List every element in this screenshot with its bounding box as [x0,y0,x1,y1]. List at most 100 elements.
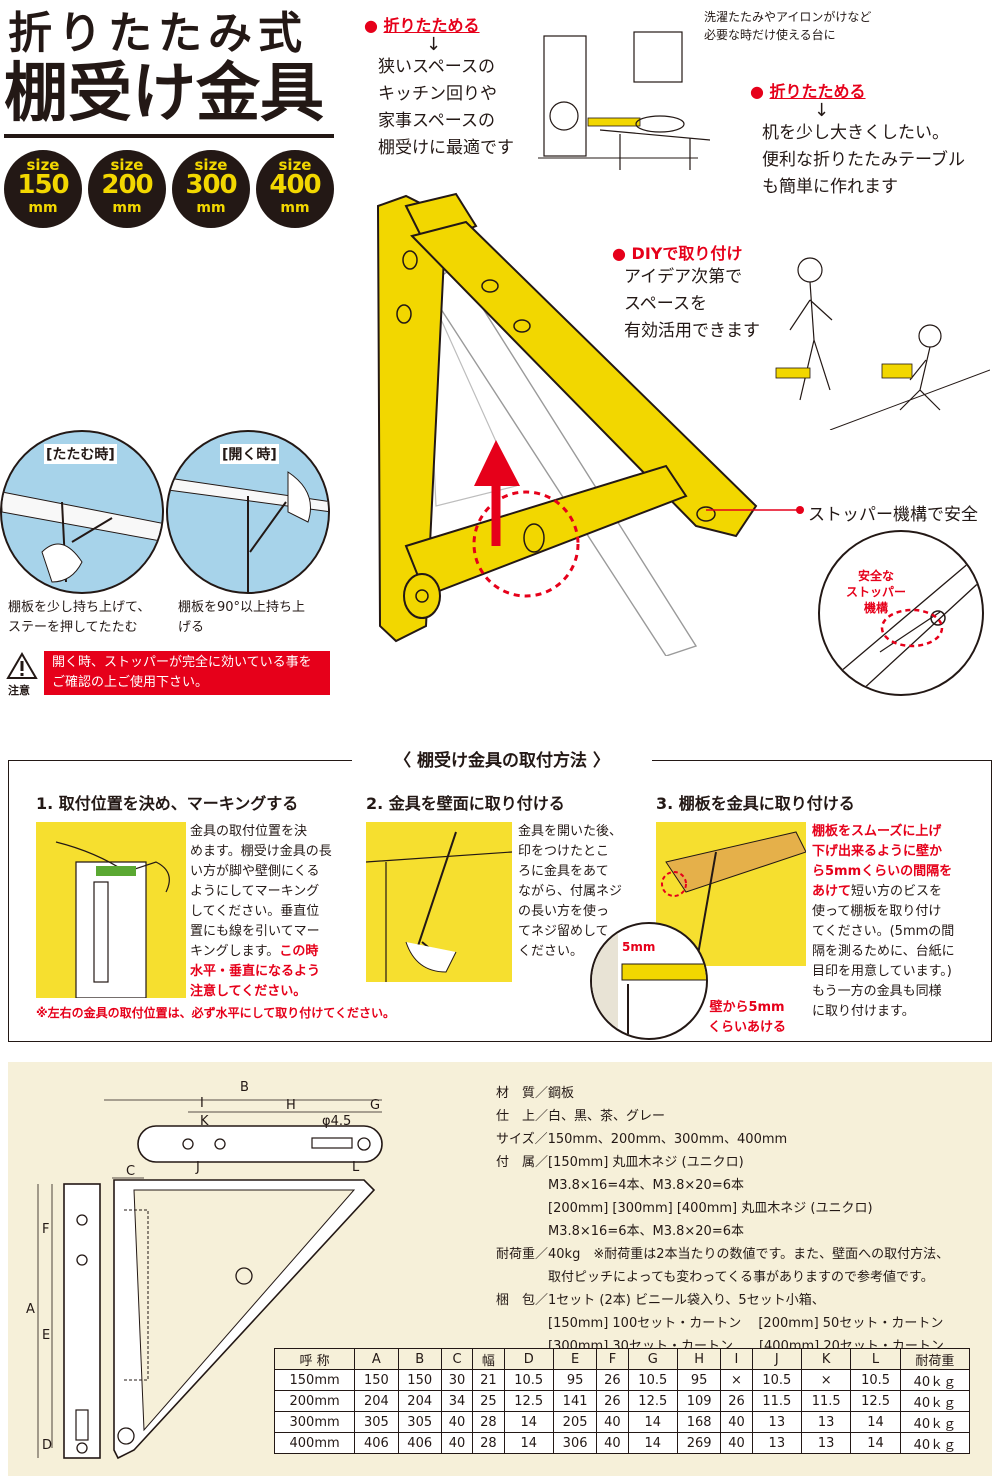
table-cell: 12.5 [503,1390,554,1412]
body-line: アイデア次第で [624,267,743,287]
text-line: 隔を測るために、台紙に [812,944,955,959]
size-badge-unit: mm [112,200,142,216]
table-header-cell: J [751,1348,803,1370]
text-line: てください。(5mmの間 [812,924,955,939]
body-line: 狭いスペースの [378,57,495,77]
size-badge-label: size [194,156,228,174]
table-cell: 26 [596,1390,629,1412]
text-line-red: ら5mmくらいの間隔を [812,864,953,879]
table-cell: 205 [552,1411,598,1433]
title-line1: 折りたたみ式 [8,8,308,59]
table-cell: 204 [397,1390,442,1412]
table-header-cell: G [627,1348,678,1370]
table-header-cell: K [800,1348,852,1370]
text-line-red: 下げ出来るように壁か [812,844,943,859]
feature-diy-head: ● DIYで取り付け [612,244,743,263]
table-cell: 28 [472,1432,505,1454]
caption-line: げる [178,620,205,635]
body-line: 机を少し大きくしたい。 [762,123,949,143]
feature-fold-compact-head: ● 折りたためる [364,16,480,35]
table-header-cell: A [354,1348,399,1370]
table-cell: 13 [751,1411,803,1433]
table-header-row: 呼 称 A B C 幅 D E F G H I J K L 耐荷重 [273,1348,971,1370]
table-cell: 14 [503,1432,554,1454]
table-cell: 40 [440,1411,474,1433]
step3-title: 3. 棚板を金具に取り付ける [656,794,855,813]
table-cell: 40 [720,1432,753,1454]
table-cell: 200mm [273,1390,356,1412]
fold-usage-caption: 棚板を少し持ち上げて、 ステーを押してたたむ [8,598,150,638]
spec-line: 付 属／[150mm] 丸皿木ネジ (ユニクロ) [496,1155,744,1170]
step2-title: 2. 金具を壁面に取り付ける [366,794,565,813]
label-line: 機構 [863,601,888,615]
caption-line: ステーを押してたたむ [8,620,138,635]
dim-label-j: J [196,1160,200,1175]
text-line: ろに金具をあて [518,864,609,879]
table-cell: 10.5 [627,1369,678,1391]
feature-head-text: DIYで取り付け [631,244,743,263]
spec-line: [150mm] 100セット・カートン [200mm] 50セット・カートン [496,1316,944,1331]
spec-text: 材 質／鋼板 仕 上／白、黒、茶、グレー サイズ／150mm、200mm、300… [496,1082,949,1358]
text-line: 短い方のビスを [851,884,943,899]
step3-drawing [661,831,807,967]
feature-fold-table-head: ● 折りたためる [750,82,866,101]
laundry-caption: 洗濯たたみやアイロンがけなど 必要な時だけ使える台に [704,8,871,44]
text-line-red: あけて [812,884,852,899]
table-cell: × [800,1369,852,1391]
text-line: の長い方を使っ [518,904,610,919]
table-row: 200mm 204 204 34 25 12.5 141 26 12.5 109… [273,1390,971,1412]
size-badge-label: size [278,156,312,174]
table-header-cell: F [596,1348,629,1370]
table-cell: 13 [751,1432,803,1454]
bracket-illustration [376,192,758,656]
table-cell: 40ｋｇ [899,1432,971,1454]
table-cell: 406 [397,1432,442,1454]
table-cell: 14 [503,1411,554,1433]
text-line: に取り付けます。 [812,1004,915,1019]
body-line: も簡単に作れます [762,177,898,197]
size-badge-300: size 300 mm [172,150,250,228]
table-cell: 11.5 [800,1390,852,1412]
gap-label: 5mm [622,940,656,954]
table-cell: 40 [596,1432,629,1454]
spec-line: 仕 上／白、黒、茶、グレー [496,1109,666,1124]
dim-label-e: E [42,1328,51,1343]
table-cell: 14 [627,1411,678,1433]
warning-line: 開く時、ストッパーが完全に効いている事を [52,655,312,670]
table-cell: 12.5 [627,1390,678,1412]
caption-line: 洗濯たたみやアイロンがけなど [704,10,872,24]
table-header-cell: L [850,1348,901,1370]
table-header-cell: C [440,1348,474,1370]
table-cell: 14 [850,1411,901,1433]
text-line: い方が脚や壁側にくる [190,864,320,879]
text-line-red: 水平・垂直になるよう [190,964,321,979]
install-note: ※左右の金具の取付位置は、必ず水平にして取り付けてください。 [36,1006,395,1020]
dim-label-c: C [126,1164,136,1179]
table-header-cell: 耐荷重 [899,1348,971,1370]
title-divider [4,134,334,138]
step2-text: 金具を開いた後、 印をつけたとこ ろに金具をあて ながら、付属ネジ の長い方を使… [518,822,638,962]
spec-line: サイズ／150mm、200mm、300mm、400mm [496,1132,788,1147]
spec-line: M3.8×16=4本、M3.8×20=6本 [496,1178,744,1193]
open-usage-circle [166,430,330,594]
text-line: ください。 [518,944,584,959]
table-cell: 28 [472,1411,505,1433]
open-usage-label: [開く時] [220,444,279,464]
table-header-cell: 呼 称 [273,1348,356,1370]
stopper-callout: ストッパー機構で安全 [808,505,978,525]
table-header-cell: E [552,1348,598,1370]
spec-table: 呼 称 A B C 幅 D E F G H I J K L 耐荷重 150mm … [273,1348,971,1454]
down-arrow-icon: ↓ [814,100,830,121]
body-line: 棚受けに最適です [378,138,514,158]
text-line: 置にも線を引いてマー [190,924,320,939]
caption-line: 棚板を90°以上持ち上 [178,600,306,615]
desk-illustration [600,129,710,170]
step1-drawing [55,841,170,999]
warning-icon [6,652,38,679]
table-cell: 13 [800,1432,852,1454]
table-cell: 400mm [273,1432,356,1454]
table-header-cell: D [503,1348,554,1370]
label-line: 壁から5mm [709,1000,785,1015]
feature-head-text: 折りたためる [769,82,866,101]
step1-image [36,822,186,999]
